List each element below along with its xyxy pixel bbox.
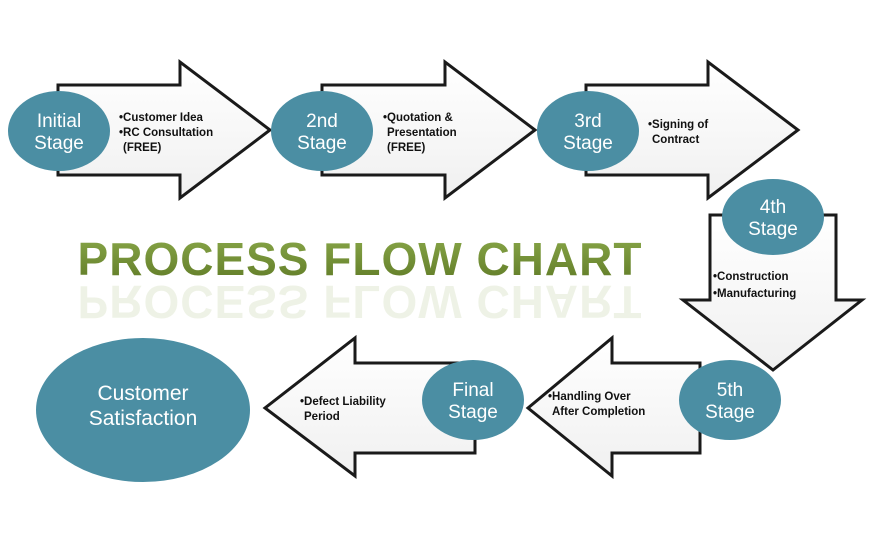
- stage-fifth-label-line1: 5th: [717, 380, 743, 401]
- bullet-text: Presentation: [387, 127, 457, 139]
- arrow-final-stage: [262, 334, 477, 480]
- stage-initial-label-line2: Stage: [34, 133, 84, 154]
- stage-third: 3rd Stage: [537, 91, 639, 171]
- stage-fifth-label-line2: Stage: [705, 402, 755, 423]
- bullet-text: Period: [304, 411, 340, 423]
- arrow-fifth-stage: [525, 334, 702, 480]
- stage-final: Final Stage: [422, 360, 524, 440]
- bullet-text: Contract: [652, 134, 699, 146]
- bullet-text: (FREE): [123, 142, 162, 154]
- stage-third-bullets: •Signing of Contract: [648, 119, 708, 146]
- arrow-initial-stage: [56, 58, 273, 202]
- stage-third-label-line1: 3rd: [574, 111, 601, 132]
- bullet-text: •Handling Over: [548, 391, 631, 403]
- bullet-text: •Construction: [713, 271, 789, 283]
- page-title: PROCESS FLOW CHART: [78, 233, 643, 285]
- stage-initial: Initial Stage: [8, 91, 110, 171]
- customer-satisfaction-outcome: Customer Satisfaction: [36, 338, 250, 482]
- arrow-second-stage: [320, 58, 538, 202]
- stage-fifth: 5th Stage: [679, 360, 781, 440]
- stage-initial-label-line1: Initial: [37, 111, 81, 132]
- bullet-text: •RC Consultation: [119, 127, 213, 139]
- bullet-text: •Quotation &: [383, 112, 453, 124]
- stage-second-label-line2: Stage: [297, 133, 347, 154]
- stage-final-label-line2: Stage: [448, 402, 498, 423]
- bullet-text: •Customer Idea: [119, 112, 204, 124]
- bullet-text: (FREE): [387, 142, 426, 154]
- stage-initial-bullets: •Customer Idea •RC Consultation (FREE): [119, 112, 213, 154]
- bullet-text: •Signing of: [648, 119, 708, 131]
- stage-fourth-bullets: •Construction •Manufacturing: [713, 271, 796, 300]
- stage-fourth: 4th Stage: [722, 179, 824, 255]
- arrow-third-stage: [584, 58, 801, 202]
- arrow-fourth-stage: [678, 213, 867, 372]
- page-title-reflection: PROCESS FLOW CHART: [78, 276, 643, 328]
- stage-fifth-bullets: •Handling Over After Completion: [548, 391, 645, 418]
- stage-fourth-label-line2: Stage: [748, 219, 798, 240]
- stage-fourth-label-line1: 4th: [760, 197, 786, 218]
- bullet-text: •Defect Liability: [300, 396, 386, 408]
- stage-second-bullets: •Quotation & Presentation (FREE): [383, 112, 457, 154]
- stage-third-label-line2: Stage: [563, 133, 613, 154]
- stage-second-label-line1: 2nd: [306, 111, 338, 132]
- stage-second: 2nd Stage: [271, 91, 373, 171]
- stage-final-bullets: •Defect Liability Period: [300, 396, 386, 423]
- outcome-label-line2: Satisfaction: [89, 407, 198, 430]
- stage-final-label-line1: Final: [452, 380, 493, 401]
- outcome-label-line1: Customer: [97, 382, 188, 405]
- bullet-text: After Completion: [552, 406, 645, 418]
- bullet-text: •Manufacturing: [713, 288, 796, 300]
